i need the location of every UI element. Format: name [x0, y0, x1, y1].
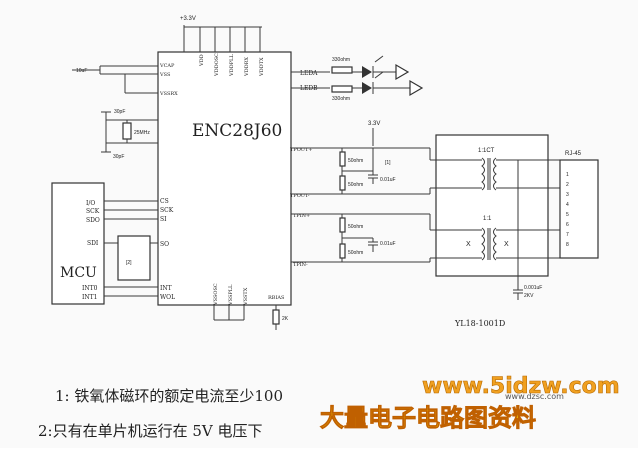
rx-termination	[291, 213, 430, 263]
mcu-pin-sdi: SDI	[87, 240, 99, 247]
pin-vcap: VCAP	[159, 63, 175, 69]
r-tx-a-label: 50ohm	[348, 158, 363, 164]
pin-so: SO	[160, 241, 169, 248]
pin-vddrx: VDDRX	[244, 57, 250, 77]
mcu-pin-sdo: SDO	[86, 217, 100, 224]
pin-rbias: RBIAS	[268, 295, 285, 301]
pin-wol: WOL	[160, 294, 175, 301]
led-network	[291, 55, 424, 97]
spi-wires	[104, 200, 158, 297]
cap-vcap-label: 10uF	[76, 68, 87, 74]
pin-cs: CS	[160, 198, 169, 205]
rj45-pin-3: 3	[566, 192, 569, 198]
mcu-pin-io: I/O	[86, 200, 95, 207]
rbias-res-label: 2K	[282, 316, 289, 322]
pin-vddpll: VDDPLL	[229, 54, 235, 77]
svg-text:X: X	[504, 241, 509, 248]
led-res-b-label: 330ohm	[332, 96, 350, 102]
pin-leda: LEDA	[300, 70, 318, 77]
c-shield-label: 0.001uF	[524, 285, 542, 291]
rj45-pin-7: 7	[566, 232, 569, 238]
cap-osc-bottom-label: 30pF	[113, 154, 124, 160]
rj45-pin-6: 6	[566, 222, 569, 228]
c-rx-label: 0.01uF	[380, 241, 396, 247]
pin-vdd: VDD	[199, 54, 205, 67]
transformer-ratio-rx: 1:1	[483, 216, 492, 222]
ground-wires	[213, 305, 280, 330]
watermark-small-url: www.dzsc.com	[505, 392, 564, 401]
r-rx-a-label: 50ohm	[348, 224, 363, 230]
pin-vddosc: VDDOSC	[214, 53, 220, 77]
vcc-label-2: 3.3V	[368, 121, 380, 127]
note-2: 2:只有在单片机运行在 5V 电压下	[38, 422, 263, 440]
pin-vsstx: VSSTX	[243, 287, 249, 306]
c-shield-v-label: 2KV	[524, 293, 534, 299]
mcu-pin-int1: INT1	[82, 294, 97, 301]
cap-osc-top-label: 30pF	[114, 109, 125, 115]
crystal-label: 25MHz	[134, 130, 150, 136]
rj45-pin-1: 1	[566, 172, 569, 178]
watermark-text: 大量电子电路图资料	[320, 404, 536, 432]
transformer-part-label: YL18-1001D	[454, 319, 505, 328]
transformer-block	[435, 134, 549, 277]
led-res-a-label: 330ohm	[332, 57, 350, 63]
pin-si: SI	[160, 216, 167, 223]
pin-tpout-plus: TPOUT+	[290, 147, 313, 153]
note1-marker: [1]	[385, 160, 391, 166]
mcu-pin-sck: SCK	[86, 208, 100, 215]
rj45-connector	[559, 159, 599, 259]
pin-vssosc: VSSOSC	[213, 283, 219, 306]
rj45-pin-2: 2	[566, 182, 569, 188]
rj45-pin-4: 4	[566, 202, 569, 208]
chip-title: ENC28J60	[192, 121, 282, 141]
pin-vssrx: VSSRX	[159, 91, 178, 97]
rj45-pin-8: 8	[566, 242, 569, 248]
pin-tpin-plus: TPIN+	[293, 213, 310, 219]
r-tx-b-label: 50ohm	[348, 182, 363, 188]
transformer-ratio-tx: 1:1CT	[478, 148, 495, 154]
mcu-label: MCU	[60, 265, 97, 281]
rj45-pin-5: 5	[566, 212, 569, 218]
vcc-label: +3.3V	[180, 16, 196, 22]
r-rx-b-label: 50ohm	[348, 250, 363, 256]
pin-vddtx: VDDTX	[259, 57, 265, 77]
transformer-coils: X X	[429, 148, 560, 300]
pin-tpin-minus: TPIN-	[293, 262, 308, 268]
enc28j60-chip	[157, 51, 292, 306]
oscillator-network	[101, 111, 158, 153]
rj45-label: RJ-45	[565, 151, 582, 157]
vdd-pin-wires	[199, 27, 261, 52]
watermark-url: www.5idzw.com	[422, 374, 620, 399]
mcu-pin-int0: INT0	[82, 285, 98, 292]
note2-marker: [2]	[126, 260, 132, 266]
mcu-block	[51, 182, 105, 305]
pin-int: INT	[160, 285, 172, 292]
pin-vsspll: VSSPLL	[228, 284, 234, 306]
pin-vss: VSS	[159, 72, 171, 78]
c-tx-label: 0.01uF	[380, 177, 396, 183]
note-1: 1: 铁氧体磁环的额定电流至少100	[55, 387, 283, 405]
pin-sck: SCK	[160, 207, 174, 214]
svg-text:X: X	[466, 241, 471, 248]
tx-termination	[291, 128, 430, 195]
vcap-network	[72, 65, 158, 94]
pin-tpout-minus: TPOUT-	[290, 193, 310, 199]
